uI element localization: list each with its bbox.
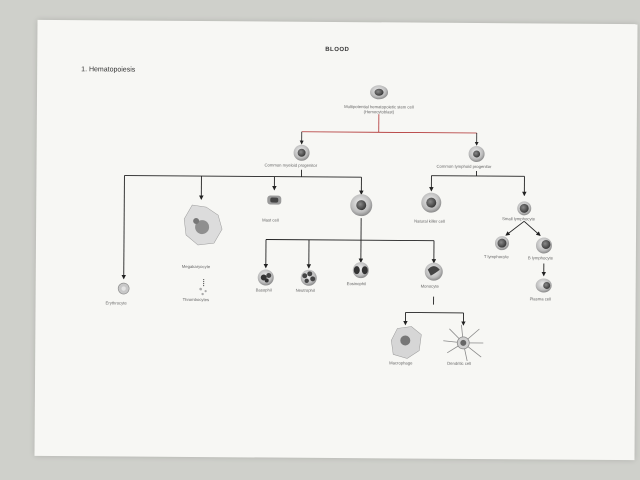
label-dendritic: Dendritic cell: [447, 360, 472, 366]
hematopoiesis-diagram: [117, 85, 552, 362]
cell-thrombocytes: [199, 287, 207, 296]
label-mast: Mast cell: [262, 217, 279, 223]
cell-myeloblast: [350, 194, 373, 217]
cell-macrophage: [391, 326, 422, 359]
label-thrombocytes: Thrombocytes: [182, 296, 210, 303]
label-eosinophil: Eosinophil: [346, 281, 367, 287]
label-t-lymphocyte: T lymphocyte: [483, 254, 509, 260]
cell-plasma: [535, 278, 552, 293]
cell-myeloid-progenitor: [293, 144, 310, 161]
label-myeloid: Common myeloid progenitor: [264, 162, 318, 168]
label-plasma: Plasma cell: [529, 296, 552, 302]
cell-lymphoid-progenitor: [468, 145, 485, 162]
cell-small-lymphocyte: [517, 201, 532, 216]
cell-nk: [421, 192, 442, 213]
cell-hsc: [370, 85, 389, 100]
cell-monocyte: [424, 262, 443, 281]
label-macrophage: Macrophage: [389, 360, 413, 366]
label-monocyte: Monocyte: [420, 283, 439, 289]
label-neutrophil: Neutrophil: [295, 287, 315, 293]
cell-mast: [267, 195, 282, 205]
lymphoid-branch-lines: [429, 170, 547, 277]
cell-eosinophil: [352, 262, 369, 279]
cell-t-lymphocyte: [494, 236, 509, 251]
hsc-branch-lines: [299, 114, 479, 146]
cell-neutrophil: [300, 269, 317, 286]
label-nk: Natural killer cell: [414, 218, 445, 224]
label-small-lymphocyte: Small lymphocyte: [502, 216, 535, 222]
label-lymphoid: Common lymphoid progenitor: [436, 163, 492, 170]
label-basophil: Basophil: [255, 287, 272, 293]
label-b-lymphocyte: B lymphocyte: [527, 255, 554, 261]
paper-sheet: BLOOD 1. Hematopoiesis: [34, 19, 638, 461]
cell-b-lymphocyte: [535, 237, 552, 254]
cell-basophil: [257, 269, 274, 286]
label-erythrocyte: Erythrocyte: [105, 300, 127, 306]
cell-megakaryocyte: [183, 204, 223, 246]
label-megakaryocyte: Megakaryocyte: [181, 263, 211, 270]
cell-dendritic: [443, 324, 484, 362]
cell-erythrocyte: [117, 282, 130, 295]
myeloid-branch-lines: [121, 169, 466, 326]
label-hsc: Multipotential hematopoietic stem cell (…: [344, 104, 414, 115]
